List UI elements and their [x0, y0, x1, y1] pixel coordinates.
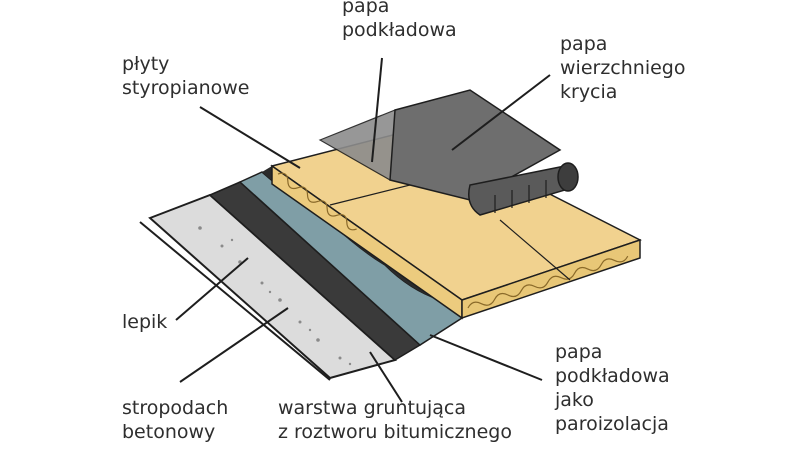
label-line: papa: [560, 33, 608, 55]
label-plyty-styropianowe: płyty styropianowe: [122, 52, 250, 100]
label-line: papa: [342, 0, 390, 17]
label-warstwa-gruntujaca: warstwa gruntująca z roztworu bitumiczne…: [278, 396, 512, 444]
label-line: papa: [555, 341, 603, 363]
styrofoam-right-edge: [461, 238, 641, 320]
label-line: podkładowa: [555, 365, 670, 387]
label-line: lepik: [122, 311, 168, 333]
label-papa-podkladowa: papa podkładowa: [342, 0, 457, 42]
concrete-speckles: [198, 226, 352, 366]
label-papa-wierzchniego-krycia: papa wierzchniego krycia: [560, 32, 685, 104]
leader-papa-wierzchniego: [451, 74, 551, 151]
felt-roll: [468, 162, 579, 216]
leader-plyty: [199, 106, 301, 169]
label-line: krycia: [560, 81, 618, 103]
label-stropodach-betonowy: stropodach betonowy: [122, 396, 228, 444]
label-line: jako: [555, 389, 594, 411]
label-line: podkładowa: [342, 19, 457, 41]
label-line: z roztworu bitumicznego: [278, 421, 512, 443]
label-line: warstwa gruntująca: [278, 397, 467, 419]
slab-outline: [139, 221, 331, 381]
leader-papa-podkladowa: [371, 57, 383, 163]
leader-stropodach: [179, 307, 289, 383]
insulation-texture: [277, 172, 357, 231]
insulation-texture-right: [467, 255, 629, 309]
leader-paroizolacja: [429, 334, 543, 381]
label-line: płyty: [122, 53, 170, 75]
leader-warstwa: [369, 351, 403, 403]
label-line: paroizolacja: [555, 413, 669, 435]
leader-lines: [175, 57, 551, 403]
label-lepik: lepik: [122, 310, 167, 334]
board-seam: [499, 219, 571, 281]
leader-lepik: [175, 257, 249, 321]
label-line: betonowy: [122, 421, 216, 443]
label-line: stropodach: [122, 397, 229, 419]
label-papa-paroizolacja: papa podkładowa jako paroizolacja: [555, 340, 670, 436]
top-cover-felt: [389, 89, 562, 201]
label-line: wierzchniego: [560, 57, 686, 79]
label-line: styropianowe: [122, 77, 250, 99]
